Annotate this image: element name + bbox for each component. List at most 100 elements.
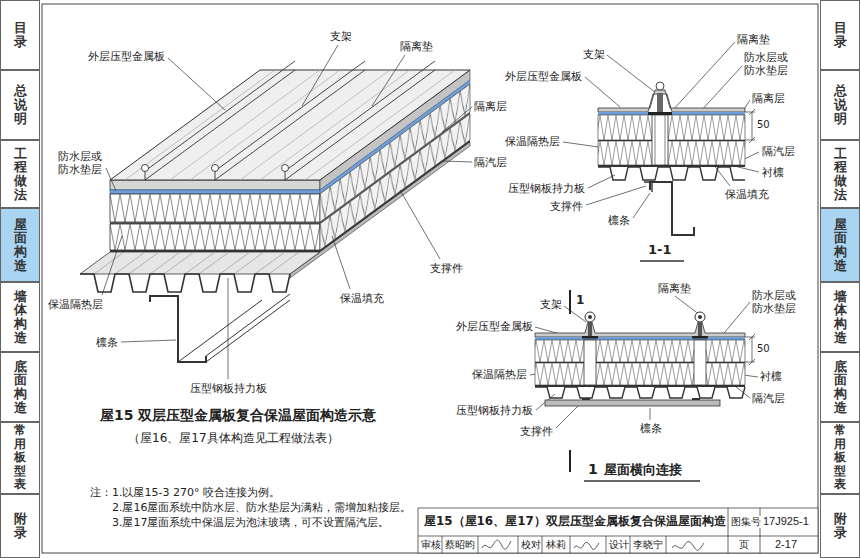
tab-label: 目录 (834, 21, 847, 49)
part-label: 支撑件 (520, 425, 553, 438)
part-label: 衬檩 (760, 370, 782, 383)
section-transverse (745, 334, 755, 365)
part-label: 檩条 (96, 336, 118, 349)
section-1-1 (598, 115, 745, 140)
part-label: 檩条 (608, 214, 630, 227)
leader-line (102, 236, 122, 295)
section-number: 1 (588, 461, 598, 478)
part-label: 外层压型金属板 (456, 320, 533, 333)
tab-label: 附录 (14, 512, 27, 540)
section-transverse (585, 312, 595, 322)
section-title: 1-1 (648, 242, 672, 258)
part-label: 压型钢板持力板 (190, 382, 267, 395)
part-label: 隔汽层 (762, 145, 795, 158)
section-1-1 (652, 115, 668, 165)
section-1-1 (656, 82, 664, 90)
tab-label: 底面构造 (834, 360, 847, 415)
part-label: 防水层或防水垫层 (744, 51, 790, 77)
roof-3d-view (212, 165, 219, 172)
page-frame (42, 4, 818, 553)
part-label: 保温隔热层 (48, 298, 103, 311)
side-tab: 总说明 (0, 70, 40, 140)
side-tab: 屋面构造 (0, 208, 40, 282)
figure-caption: 屋15 双层压型金属板复合保温屋面构造示意 (100, 407, 376, 424)
title-block (574, 542, 599, 549)
leader-line (564, 306, 586, 322)
part-label: 衬檩 (762, 166, 784, 179)
section-mark: 1 (576, 293, 584, 307)
section-transverse (584, 480, 700, 482)
part-label: 隔离垫 (658, 282, 691, 295)
title-block (672, 542, 704, 551)
section-1-1 (598, 112, 745, 115)
sub-caption: （屋16、屋17具体构造见工程做法表） (128, 431, 339, 445)
section-transverse (695, 312, 705, 322)
side-tab: 附录 (0, 494, 40, 558)
table-cell: 校对 (521, 539, 541, 551)
part-label: 檩条 (640, 422, 662, 435)
part-label: 隔汽层 (752, 392, 785, 405)
title-block (418, 508, 818, 553)
section-1-1 (640, 260, 684, 262)
part-label: 支撑件 (550, 200, 583, 213)
part-label: 隔离层 (752, 92, 785, 105)
section-transverse (698, 315, 702, 319)
section-transverse (584, 340, 596, 385)
section-transverse (588, 322, 592, 336)
side-tab: 常用板型表 (820, 422, 860, 494)
section-1-1 (598, 82, 755, 261)
dimension: 50 (757, 119, 770, 131)
roof-3d-view (145, 61, 435, 180)
leader-line (443, 161, 472, 162)
part-label: 保温填充 (725, 188, 769, 201)
table-cell: 2-17 (775, 538, 797, 551)
tab-label: 总说明 (14, 84, 27, 125)
leader-line (102, 42, 759, 428)
section-transverse (698, 322, 702, 336)
section-transverse (694, 340, 706, 385)
part-label: 保温填充 (340, 292, 384, 305)
leader-line (675, 296, 700, 315)
title-block (418, 508, 818, 553)
leader-line (607, 55, 656, 93)
section-1-1 (745, 109, 755, 143)
part-label: 防水层或防水垫层 (58, 150, 104, 176)
part-label: 支架 (540, 298, 562, 311)
leader-line (106, 168, 116, 191)
side-tab: 工程做法 (0, 140, 40, 208)
roof-3d-view (110, 224, 320, 250)
part-label: 支撑件 (430, 262, 463, 275)
part-label: 隔离垫 (737, 33, 770, 46)
section-transverse (588, 315, 592, 319)
section-1-1 (650, 182, 694, 235)
section-transverse (692, 398, 700, 400)
roof-3d-view (110, 190, 320, 194)
leader-line (700, 66, 742, 112)
note: 2.屋16屋面系统中防水层、防水垫层为满粘，需增加粘接层。 (112, 501, 412, 514)
tab-label: 屋面构造 (834, 218, 847, 273)
side-tab: 常用板型表 (0, 422, 40, 494)
leader-line (332, 236, 350, 289)
section-transverse (535, 340, 745, 362)
note: 1.以屋15-3 270° 咬合连接为例。 (112, 486, 280, 499)
side-tab: 墙体构造 (820, 282, 860, 352)
roof-3d-view (150, 296, 206, 362)
part-label: 隔离层 (474, 100, 507, 113)
section-transverse (582, 398, 590, 400)
table-cell: 李晓宁 (633, 539, 663, 551)
side-tab: 总说明 (820, 70, 860, 140)
section-transverse (569, 290, 571, 472)
section-1-1 (644, 182, 652, 192)
roof-3d-view (142, 165, 149, 172)
table-cell: 页 (739, 539, 749, 551)
roof-3d-view (110, 250, 320, 252)
table-cell: 蔡昭昀 (445, 539, 475, 551)
tab-label: 墙体构造 (14, 290, 27, 345)
leader-line (588, 175, 615, 188)
page-frame (42, 4, 818, 553)
side-tab: 底面构造 (0, 352, 40, 422)
section-transverse (535, 337, 745, 340)
part-label: 保温隔热层 (472, 368, 527, 381)
part-label: 支架 (583, 48, 605, 61)
